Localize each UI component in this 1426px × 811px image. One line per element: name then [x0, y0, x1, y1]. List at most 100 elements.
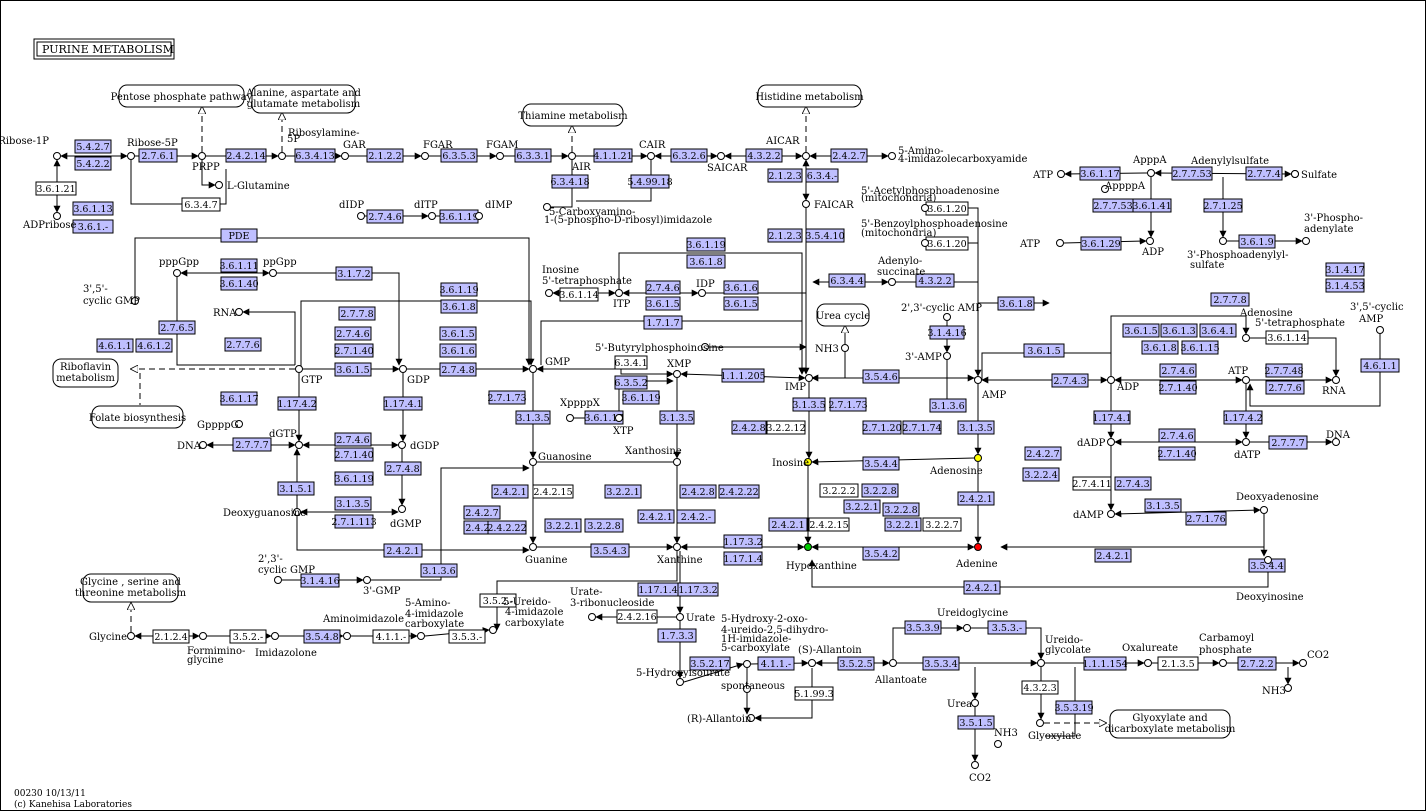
enzyme-box[interactable]: 2.7.1.20 [862, 420, 902, 435]
enzyme-box[interactable]: 2.7.7.53 [1092, 198, 1134, 213]
compound-node[interactable]: GDP [399, 365, 431, 387]
compound-node[interactable]: RNA [213, 308, 243, 319]
enzyme-box[interactable]: 3.1.3.5 [334, 496, 372, 511]
compound-node[interactable]: AMP [1358, 314, 1383, 325]
compound-node[interactable]: Inosine [772, 458, 812, 469]
enzyme-box[interactable]: 6.3.3.1 [514, 148, 552, 163]
compound-node[interactable]: (R)-Allantoin [687, 714, 755, 725]
compound-node[interactable]: 3',5'-cyclic [1350, 302, 1404, 334]
compound-node[interactable]: dGTP [269, 429, 303, 449]
compound-node[interactable]: Imidazolone [255, 632, 317, 660]
enzyme-box[interactable]: 2.7.1.73 [828, 397, 868, 412]
enzyme-box[interactable]: 6.3.2.6 [670, 148, 708, 163]
compound-node[interactable]: succinate [877, 267, 925, 278]
compound-node[interactable]: cyclic GMP [83, 296, 140, 307]
compound-node[interactable]: AMP [974, 376, 1007, 402]
enzyme-box[interactable]: 3.6.1.- [72, 219, 114, 234]
compound-node[interactable]: D-Ribose-1P [1, 136, 61, 160]
enzyme-box[interactable]: 6.3.5.2 [614, 375, 648, 390]
enzyme-box[interactable]: 3.6.1.14 [1265, 330, 1309, 345]
compound-node[interactable]: Glyoxylate [1028, 719, 1081, 743]
enzyme-box[interactable]: 3.6.1.29 [1080, 236, 1122, 251]
pathway-link-box[interactable]: Histidine metabolism [755, 84, 864, 108]
compound-node[interactable]: Guanine [525, 543, 567, 567]
enzyme-box[interactable]: 2.1.2.3 [767, 228, 803, 243]
enzyme-box[interactable]: 3.2.2.12 [766, 420, 806, 435]
enzyme-box[interactable]: 2.7.7.6 [1265, 380, 1305, 395]
enzyme-box[interactable]: 4.3.2.2 [745, 148, 783, 163]
enzyme-box[interactable]: 2.7.1.113 [331, 514, 377, 529]
enzyme-box[interactable]: 2.1.2.2 [366, 148, 404, 163]
compound-node[interactable]: 5P [287, 134, 300, 145]
compound-node[interactable]: IMP [785, 374, 813, 394]
enzyme-box[interactable]: 3.2.2.7 [922, 517, 962, 532]
enzyme-box[interactable]: 2.7.4.11 [1072, 476, 1112, 491]
enzyme-box[interactable]: 2.7.1.40 [334, 343, 374, 358]
compound-node[interactable]: CO2 [969, 761, 991, 785]
compound-node[interactable]: Deoxyadenosine [1236, 492, 1319, 514]
enzyme-box[interactable]: 2.7.1.40 [1157, 446, 1197, 461]
enzyme-box[interactable]: 2.4.2.8 [679, 484, 717, 499]
compound-node[interactable]: 5-Hydroxy-2-oxo- [721, 614, 808, 668]
compound-node[interactable]: PRPP [192, 152, 220, 174]
pathway-link-box[interactable]: Folate biosynthesis [89, 405, 186, 429]
compound-node[interactable]: ADP [1141, 237, 1164, 259]
compound-node[interactable]: FGAR [421, 140, 454, 160]
enzyme-box[interactable]: 1.17.4.1 [383, 396, 423, 411]
enzyme-box[interactable]: 2.7.4.6 [334, 326, 372, 341]
enzyme-box[interactable]: 1.7.1.7 [643, 315, 683, 330]
enzyme-box[interactable]: 4.3.2.2 [915, 273, 955, 288]
compound-node[interactable]: DNA [1326, 430, 1351, 446]
enzyme-box[interactable]: 3.5.4.6 [862, 369, 900, 384]
enzyme-box[interactable]: 6.3.4.1 [614, 355, 648, 370]
enzyme-box[interactable]: 3.5.2.17 [689, 656, 731, 671]
enzyme-box[interactable]: 1.1.1.205 [720, 368, 766, 383]
enzyme-box[interactable]: 3.6.1.41 [1132, 198, 1172, 213]
enzyme-box[interactable]: 3.5.4.10 [805, 228, 845, 243]
compound-node[interactable]: Carbamoyl [1199, 633, 1254, 667]
enzyme-box[interactable]: 4.6.1.1 [96, 338, 134, 353]
compound-node[interactable]: dIMP [475, 200, 513, 220]
enzyme-box[interactable]: 2.7.7.6 [224, 337, 262, 352]
compound-node[interactable]: adenylate [1304, 224, 1354, 235]
enzyme-box[interactable]: 2.7.6.5 [158, 320, 196, 335]
enzyme-box[interactable]: 3.2.2.8 [584, 518, 624, 533]
enzyme-box[interactable]: 2.4.2.7 [830, 148, 868, 163]
enzyme-box[interactable]: 4.1.1.21 [593, 148, 633, 163]
compound-node[interactable]: (S)-Allantoin [798, 645, 862, 667]
enzyme-box[interactable]: 6.3.4.4 [828, 273, 866, 288]
enzyme-box[interactable]: 1.17.4.1 [1092, 410, 1132, 425]
compound-node[interactable]: spontaneous [721, 681, 785, 693]
enzyme-box[interactable]: 2.4.2.1 [768, 517, 808, 532]
enzyme-box[interactable]: 3.6.1.21 [35, 181, 77, 196]
enzyme-box[interactable]: 3.5.3.- [987, 620, 1027, 635]
enzyme-box[interactable]: 4.1.1.- [757, 656, 795, 671]
enzyme-box[interactable]: 2.7.7.8 [338, 306, 376, 321]
enzyme-box[interactable]: 2.7.4.6 [1158, 428, 1196, 443]
enzyme-box[interactable]: 2.4.2.1 [1094, 548, 1132, 563]
compound-node[interactable]: AIR [568, 152, 592, 174]
enzyme-box[interactable]: 3.1.3.5 [957, 420, 995, 435]
enzyme-box[interactable]: 3.5.2.- [479, 593, 517, 608]
enzyme-box[interactable]: 3.6.1.8 [997, 296, 1035, 311]
enzyme-box[interactable]: 3.6.1.8 [440, 299, 478, 314]
compound-node[interactable]: IDP [696, 279, 715, 297]
compound-node[interactable]: glycolate [1045, 645, 1091, 656]
enzyme-box[interactable]: 1.1.1.154 [1082, 656, 1128, 671]
enzyme-box[interactable]: 3.1.3.5 [1144, 498, 1182, 513]
enzyme-box[interactable]: 3.6.1.19 [439, 209, 479, 224]
compound-node[interactable]: AICAR [765, 136, 810, 160]
enzyme-box[interactable]: 2.7.2.2 [1237, 656, 1277, 671]
enzyme-box[interactable]: 2.1.3.5 [1157, 656, 1199, 671]
compound-node[interactable]: carboxylate [505, 618, 564, 629]
enzyme-box[interactable]: 2.7.1.76 [1185, 511, 1227, 526]
compound-node[interactable]: AppppA [1101, 181, 1146, 193]
compound-node[interactable]: 5-Carboxyamino- [543, 203, 636, 219]
enzyme-box[interactable]: 2.7.7.7 [232, 437, 272, 452]
enzyme-box[interactable]: 2.7.7.7 [1268, 435, 1308, 450]
compound-node[interactable]: 3'-Phosphoadenylyl- [1187, 237, 1288, 262]
compound-node[interactable]: 2',3'- [258, 554, 283, 584]
enzyme-box[interactable]: 3.1.4.17 [1325, 262, 1365, 277]
pathway-link-box[interactable]: Urea cycle [816, 303, 870, 327]
